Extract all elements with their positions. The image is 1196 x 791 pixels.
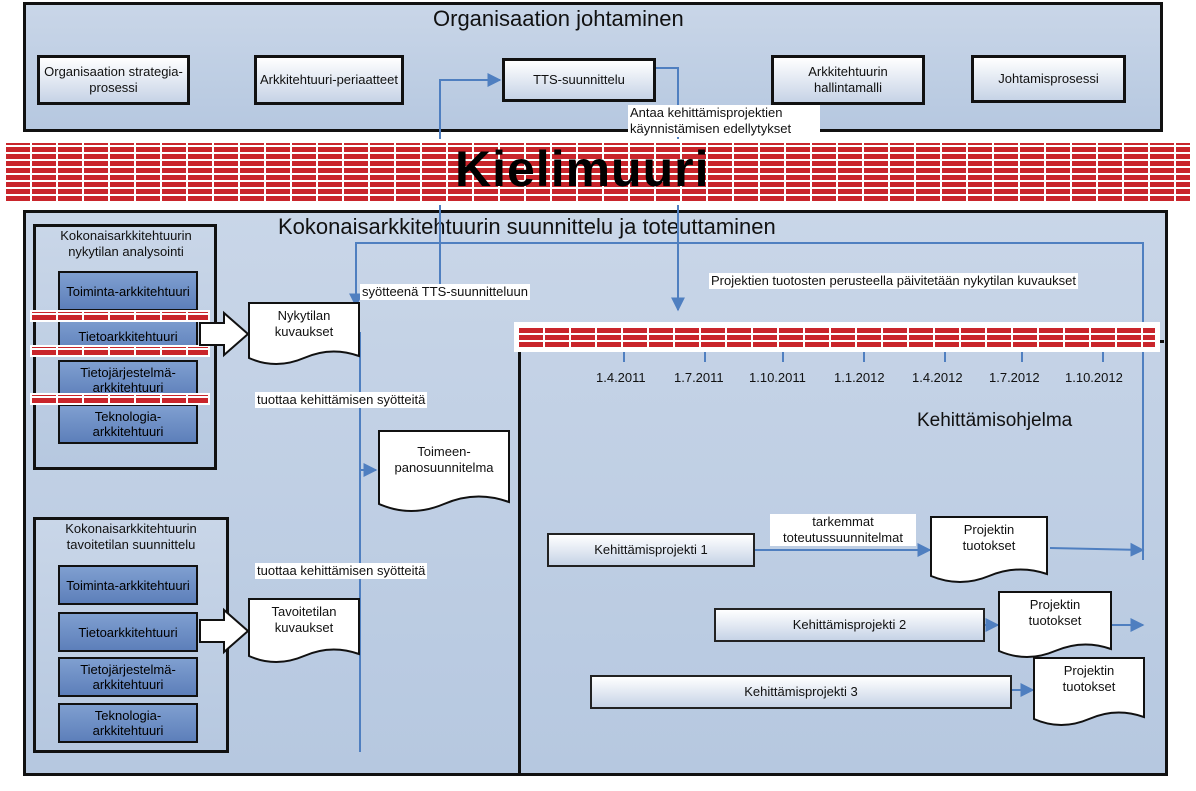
strategy-process-box: Organisaation strategia-prosessi	[37, 55, 190, 105]
timeline-date: 1.4.2012	[912, 370, 963, 385]
detailed-plans-label: tarkemmat toteutussuunnitelmat	[770, 514, 916, 546]
language-wall-small-1	[30, 310, 210, 322]
project-2-output-doc: Projektin tuotokset	[998, 591, 1112, 659]
target-system-arch: Tietojärjestelmä-arkkitehtuuri	[58, 657, 198, 697]
prerequisites-label: Antaa kehittämisprojektien käynnistämise…	[628, 105, 820, 137]
project-3-output-label: Projektin tuotokset	[1062, 663, 1116, 694]
target-technology-arch: Teknologia-arkkitehtuuri	[58, 703, 198, 743]
language-wall	[2, 139, 1194, 205]
implementation-plan-doc: Toimeen-panosuunnitelma	[378, 430, 510, 514]
language-wall-program	[514, 322, 1160, 352]
project-1-box: Kehittämisprojekti 1	[547, 533, 755, 567]
produces-inputs-label-2: tuottaa kehittämisen syötteitä	[255, 563, 428, 579]
project-3-output-doc: Projektin tuotokset	[1033, 657, 1145, 727]
produces-inputs-label-1: tuottaa kehittämisen syötteitä	[255, 392, 428, 408]
target-information-arch: Tietoarkkitehtuuri	[58, 612, 198, 652]
org-management-title: Organisaation johtaminen	[433, 6, 684, 31]
current-description-doc: Nykytilan kuvaukset	[248, 302, 360, 366]
project-1-output-label: Projektin tuotokset	[962, 522, 1016, 553]
ea-planning-title: Kokonaisarkkitehtuurin suunnittelu ja to…	[278, 214, 776, 239]
language-wall-small-2	[30, 345, 210, 357]
current-technology-arch: Teknologia-arkkitehtuuri	[58, 404, 198, 444]
timeline-date: 1.1.2012	[834, 370, 885, 385]
timeline-date: 1.4.2011	[596, 370, 646, 385]
target-business-arch: Toiminta-arkkitehtuuri	[58, 565, 198, 605]
current-state-title: Kokonaisarkkitehtuurin nykytilan analyso…	[60, 228, 192, 259]
current-description-label: Nykytilan kuvaukset	[274, 308, 334, 339]
update-descriptions-label: Projektien tuotosten perusteella päivite…	[709, 273, 1078, 289]
target-description-doc: Tavoitetilan kuvaukset	[248, 598, 360, 664]
target-state-title: Kokonaisarkkitehtuurin tavoitetilan suun…	[65, 521, 197, 552]
architecture-governance-box: Arkkitehtuurin hallintamalli	[771, 55, 925, 105]
timeline-date: 1.10.2011	[749, 370, 806, 385]
project-2-output-label: Projektin tuotokset	[1028, 597, 1082, 628]
timeline-date: 1.7.2011	[674, 370, 724, 385]
tts-planning-box: TTS-suunnittelu	[502, 58, 656, 102]
current-business-arch: Toiminta-arkkitehtuuri	[58, 271, 198, 311]
target-description-label: Tavoitetilan kuvaukset	[271, 604, 337, 635]
architecture-principles-box: Arkkitehtuuri-periaatteet	[254, 55, 404, 105]
language-wall-title: Kielimuuri	[455, 141, 710, 197]
project-1-output-doc: Projektin tuotokset	[930, 516, 1048, 584]
timeline-date: 1.10.2012	[1065, 370, 1123, 385]
language-wall-small-3	[30, 393, 210, 405]
management-process-box: Johtamisprosessi	[971, 55, 1126, 103]
tts-input-label: syötteenä TTS-suunnitteluun	[360, 284, 530, 300]
project-2-box: Kehittämisprojekti 2	[714, 608, 985, 642]
timeline-date: 1.7.2012	[989, 370, 1040, 385]
implementation-plan-label: Toimeen-panosuunnitelma	[394, 444, 494, 475]
program-title: Kehittämisohjelma	[917, 410, 1073, 431]
project-3-box: Kehittämisprojekti 3	[590, 675, 1012, 709]
